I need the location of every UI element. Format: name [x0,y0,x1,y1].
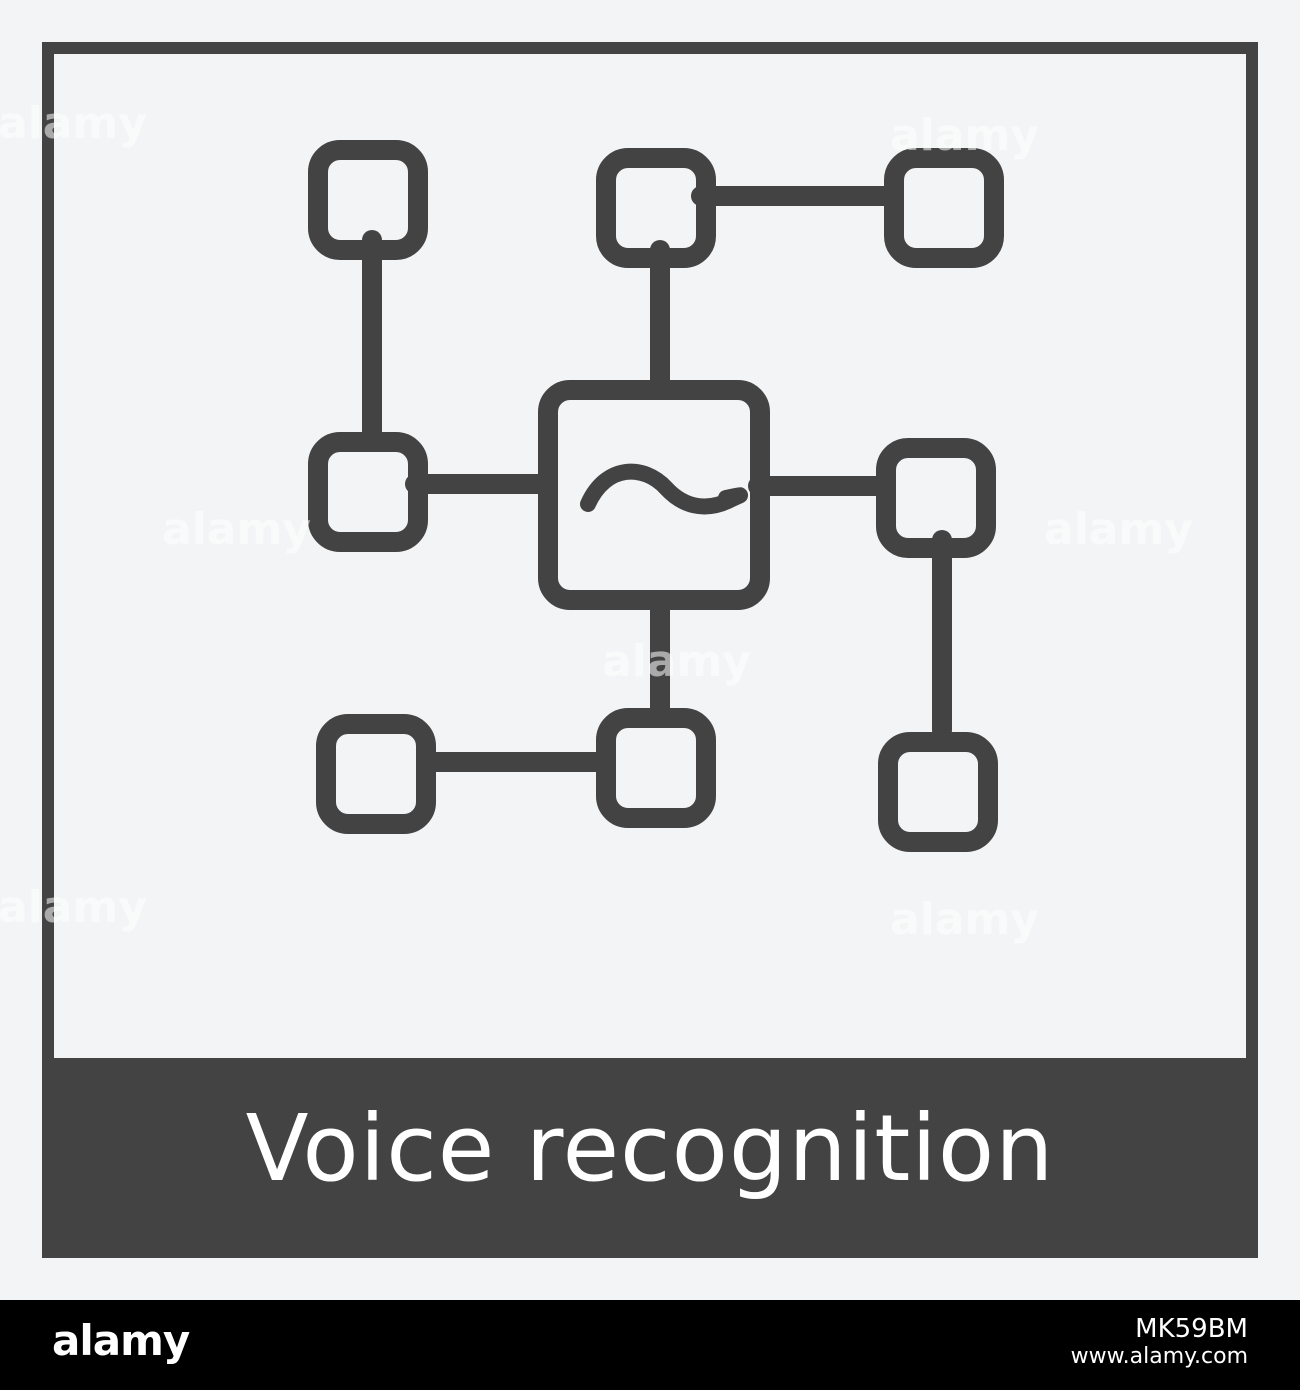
footer-bar: alamy MK59BM www.alamy.com [0,1300,1300,1390]
icon-card: alamy alamy alamy alamy alamy Voice reco… [42,42,1258,1258]
node-top-left [308,140,428,260]
waveform-icon [580,463,748,515]
brand-logo: alamy [52,1316,190,1365]
node-bottom-right [878,732,998,852]
node-left [308,432,428,552]
node-top-right [884,148,1004,268]
node-bottom-left [316,714,436,834]
footer-credit: MK59BM www.alamy.com [1071,1314,1248,1369]
voice-recognition-network-icon [308,140,1004,852]
node-bottom-center [596,708,716,828]
image-id: MK59BM [1135,1314,1248,1344]
center-unit [538,380,770,610]
node-right [876,438,996,558]
site-url: www.alamy.com [1070,1344,1248,1369]
caption-band: Voice recognition [54,1058,1246,1258]
icon-caption: Voice recognition [245,1094,1055,1202]
node-top-center [596,148,716,268]
